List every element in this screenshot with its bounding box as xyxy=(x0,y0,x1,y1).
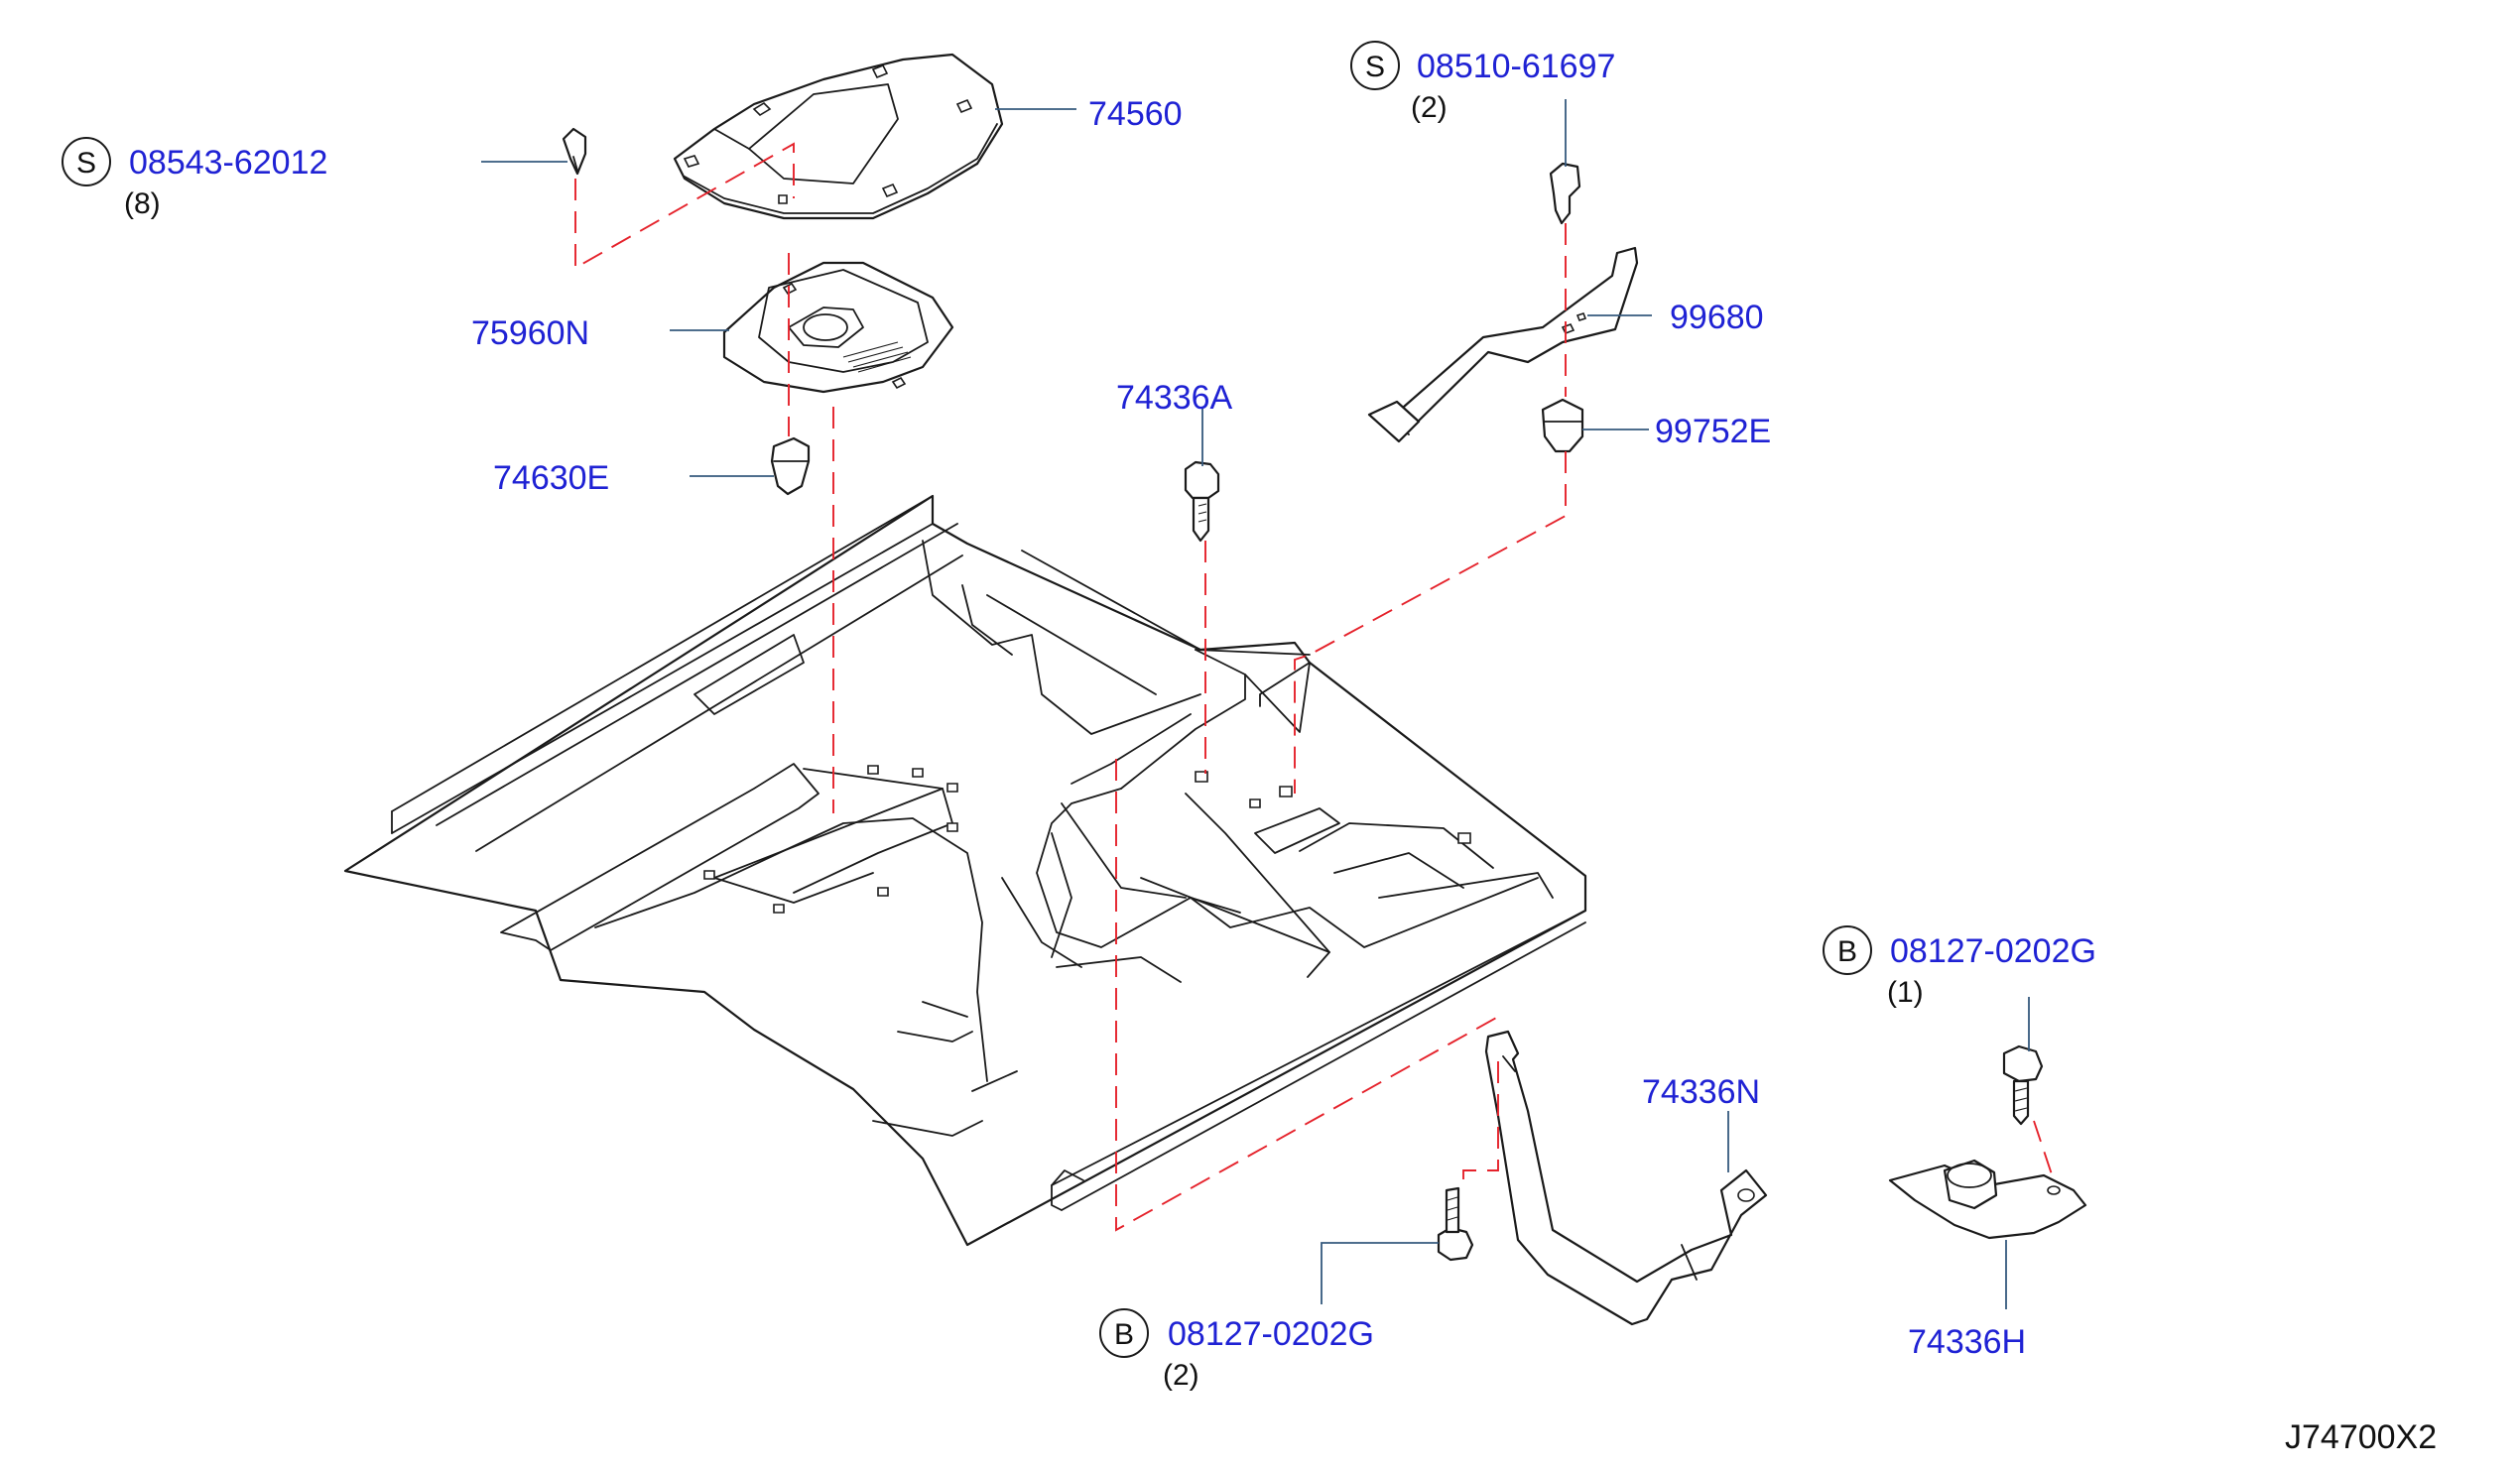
callout-part-number: 08510-61697 xyxy=(1417,48,1615,85)
callout-part-number: 99752E xyxy=(1655,413,1771,450)
callout-99680: 99680 xyxy=(1670,299,1764,336)
callout-08127-0202g-upper: B 08127-0202G (1) xyxy=(1823,925,2096,1009)
part-08127-bolt-lower xyxy=(1437,1186,1474,1262)
assembly-guide-lines xyxy=(574,142,2055,1232)
callout-badge: B xyxy=(1837,935,1857,968)
callout-quantity: (2) xyxy=(1163,1359,1199,1392)
callout-08543-62012: S 08543-62012 (8) xyxy=(62,137,327,220)
leader-lines xyxy=(481,99,2030,1309)
callout-quantity: (8) xyxy=(124,187,161,220)
callout-badge: S xyxy=(76,147,96,180)
callout-part-number: 08127-0202G xyxy=(1168,1315,1374,1353)
part-08510-clip xyxy=(1549,162,1581,225)
callout-part-number: 99680 xyxy=(1670,299,1764,336)
callout-part-number: 08127-0202G xyxy=(1890,932,2096,970)
part-75960n-boot xyxy=(722,261,954,394)
badge-icon xyxy=(1099,1308,1149,1358)
callout-part-number: 74630E xyxy=(493,459,609,497)
part-08127-bolt-upper xyxy=(2002,1044,2044,1126)
part-74336a-bolt xyxy=(1184,460,1220,543)
callout-08510-61697: S 08510-61697 (2) xyxy=(1350,41,1615,124)
callout-74336h: 74336H xyxy=(1908,1323,2026,1361)
part-74630e-clip xyxy=(770,436,811,496)
callout-part-number: 74336H xyxy=(1908,1323,2026,1361)
part-74336n-bracket xyxy=(1484,1030,1768,1326)
floor-panel-part xyxy=(343,494,1587,1247)
callout-part-number: 74336A xyxy=(1116,379,1233,417)
callout-badge: S xyxy=(1365,51,1385,83)
callout-quantity: (2) xyxy=(1411,91,1448,124)
callout-74336n: 74336N xyxy=(1642,1073,1760,1111)
callout-part-number: 75960N xyxy=(471,314,589,352)
part-74336h-bracket xyxy=(1888,1159,2087,1240)
diagram-reference-id: J74700X2 xyxy=(2285,1418,2437,1456)
callout-74336a: 74336A xyxy=(1116,379,1233,417)
callout-part-number: 08543-62012 xyxy=(129,144,327,182)
callout-74560: 74560 xyxy=(1088,95,1183,133)
callout-quantity: (1) xyxy=(1887,976,1924,1009)
callout-08127-0202g-lower: B 08127-0202G (2) xyxy=(1099,1308,1374,1392)
callout-part-number: 74560 xyxy=(1088,95,1183,133)
part-74560-cover xyxy=(673,53,1004,220)
badge-icon xyxy=(1350,41,1400,90)
callout-99752e: 99752E xyxy=(1655,413,1771,450)
part-99752e-clip xyxy=(1541,398,1584,453)
callout-part-number: 74336N xyxy=(1642,1073,1760,1111)
callout-74630e: 74630E xyxy=(493,459,609,497)
callout-75960n: 75960N xyxy=(471,314,589,352)
badge-icon xyxy=(1823,925,1872,975)
callout-badge: B xyxy=(1114,1318,1134,1351)
badge-icon xyxy=(62,137,111,186)
part-99680-strap xyxy=(1367,246,1639,443)
part-08543-screw xyxy=(562,127,587,176)
